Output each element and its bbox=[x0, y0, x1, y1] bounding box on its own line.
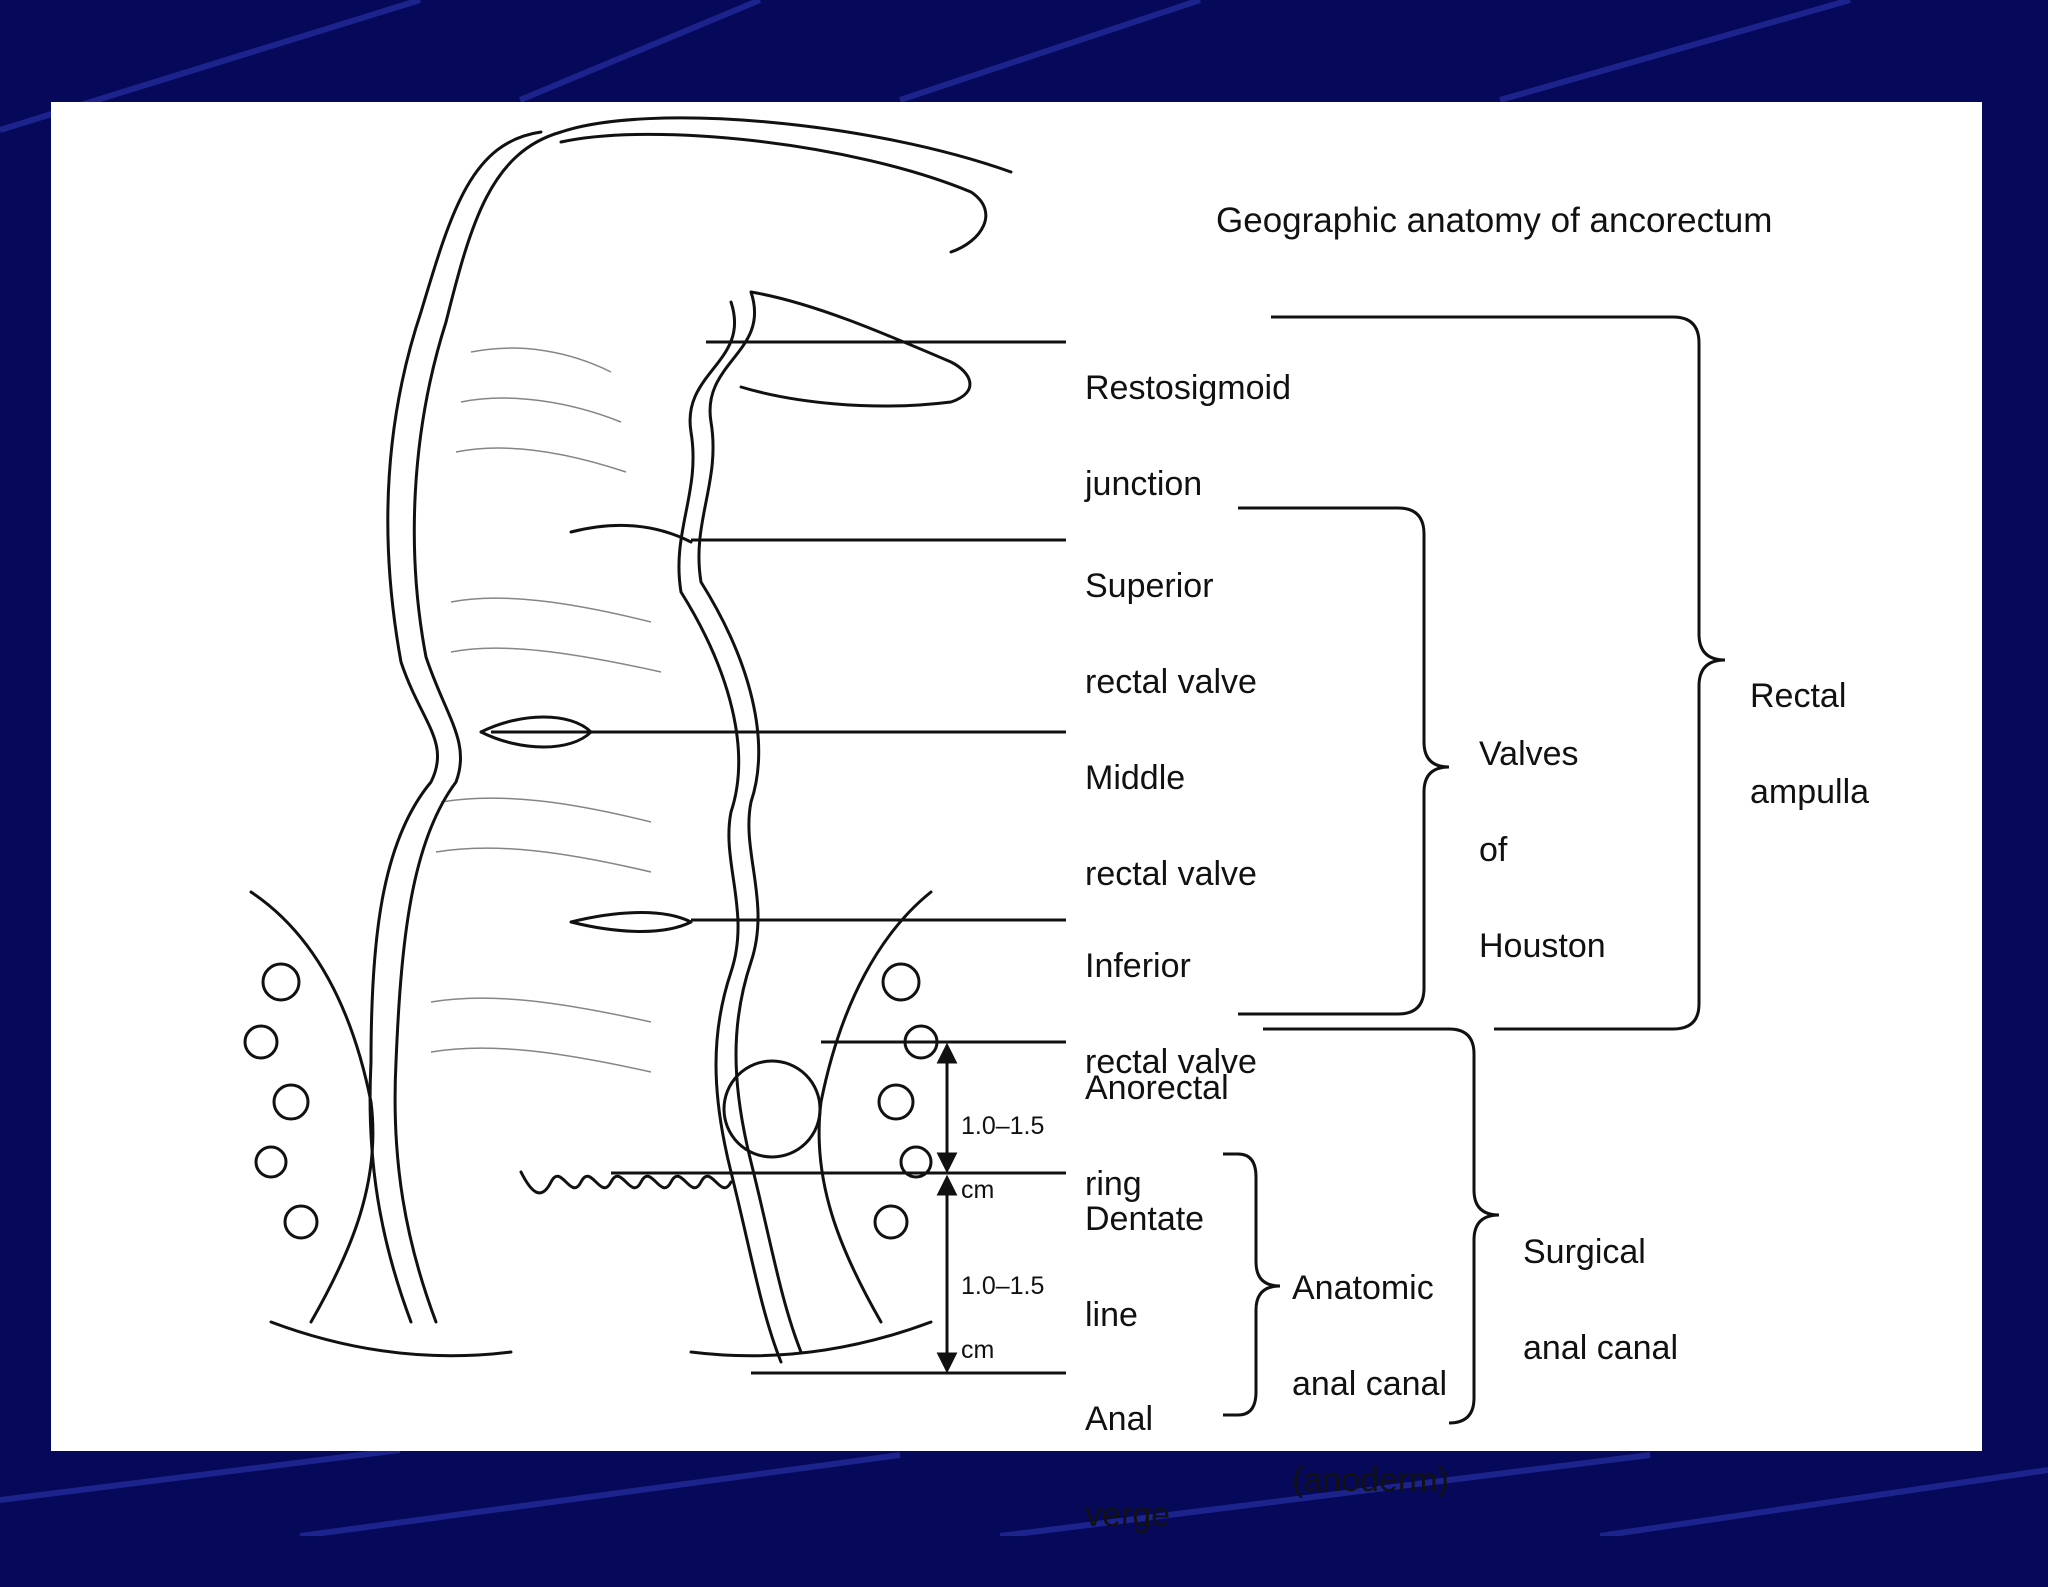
label-surgical-anal-canal: Surgical anal canal bbox=[1523, 1180, 1678, 1420]
label-rectosigmoid-line1: Restosigmoid bbox=[1085, 369, 1291, 407]
label-rectosigmoid-junction: Restosigmoid junction bbox=[1085, 316, 1291, 556]
label-ampulla-line2: ampulla bbox=[1750, 773, 1870, 811]
label-superior-line2: rectal valve bbox=[1085, 663, 1257, 701]
label-dentate-line: Dentate line bbox=[1085, 1147, 1204, 1387]
superior-valve-fold bbox=[569, 523, 693, 544]
inferior-valve-fold bbox=[569, 911, 693, 933]
figure-panel: Geographic anatomy of ancorectum Restosi… bbox=[51, 102, 1982, 1534]
label-anatomic-anal-canal: Anatomic anal canal (anoderm) bbox=[1292, 1216, 1449, 1552]
figure-title: Geographic anatomy of ancorectum bbox=[1216, 201, 1773, 240]
label-superior-rectal-valve: Superior rectal valve bbox=[1085, 514, 1257, 754]
dimension-label-upper: 1.0–1.5 cm bbox=[961, 1078, 1044, 1238]
dentate-line-folds bbox=[519, 1170, 733, 1195]
label-anatomic-line3: (anoderm) bbox=[1292, 1461, 1449, 1499]
label-rectosigmoid-line2: junction bbox=[1085, 465, 1203, 503]
label-ampulla-line1: Rectal bbox=[1750, 677, 1847, 715]
label-valves-line1: Valves bbox=[1479, 735, 1579, 773]
label-inferior-rectal-valve: Inferior rectal valve bbox=[1085, 894, 1257, 1134]
label-anal-verge-line1: Anal bbox=[1085, 1400, 1154, 1438]
label-surgical-line1: Surgical bbox=[1523, 1233, 1646, 1271]
label-valves-line2: of bbox=[1479, 831, 1508, 869]
label-valves-line3: Houston bbox=[1479, 927, 1606, 965]
bracket-valves-of-houston bbox=[1238, 506, 1450, 1016]
dimension-lower-value: 1.0–1.5 bbox=[961, 1272, 1045, 1300]
dimension-upper-unit: cm bbox=[961, 1176, 995, 1204]
label-anorectal-line2: ring bbox=[1085, 1165, 1142, 1203]
label-surgical-line2: anal canal bbox=[1523, 1329, 1679, 1367]
label-rectal-ampulla: Rectal ampulla bbox=[1750, 624, 1869, 864]
label-middle-rectal-valve: Middle rectal valve bbox=[1085, 706, 1257, 946]
bracket-anatomic-anal-canal bbox=[1223, 1152, 1281, 1417]
rectum-illustration bbox=[243, 116, 1726, 1425]
bracket-rectal-ampulla bbox=[1271, 315, 1726, 1031]
label-anal-verge: Anal verge bbox=[1085, 1347, 1170, 1587]
label-superior-line1: Superior bbox=[1085, 567, 1214, 605]
label-inferior-line2: rectal valve bbox=[1085, 1043, 1257, 1081]
label-dentate-line2: line bbox=[1085, 1296, 1138, 1334]
label-middle-line2: rectal valve bbox=[1085, 855, 1257, 893]
rectal-wall-right bbox=[559, 116, 1013, 1354]
dimension-upper-value: 1.0–1.5 bbox=[961, 1112, 1045, 1140]
label-anatomic-line2: anal canal bbox=[1292, 1365, 1448, 1403]
dimension-label-lower: 1.0–1.5 cm bbox=[961, 1238, 1044, 1398]
label-valves-of-houston: Valves of Houston bbox=[1479, 682, 1606, 1018]
dimension-lower-unit: cm bbox=[961, 1336, 995, 1364]
bracket-surgical-anal-canal bbox=[1263, 1027, 1500, 1425]
label-dentate-line1: Dentate bbox=[1085, 1200, 1205, 1238]
label-middle-line1: Middle bbox=[1085, 759, 1186, 797]
label-anatomic-line1: Anatomic bbox=[1292, 1269, 1434, 1307]
label-anorectal-ring: Anorectal ring bbox=[1085, 1016, 1229, 1256]
label-inferior-line1: Inferior bbox=[1085, 947, 1191, 985]
label-anorectal-line1: Anorectal bbox=[1085, 1069, 1229, 1107]
label-anal-verge-line2: verge bbox=[1085, 1496, 1171, 1534]
anorectal-ring-circle bbox=[722, 1059, 822, 1159]
